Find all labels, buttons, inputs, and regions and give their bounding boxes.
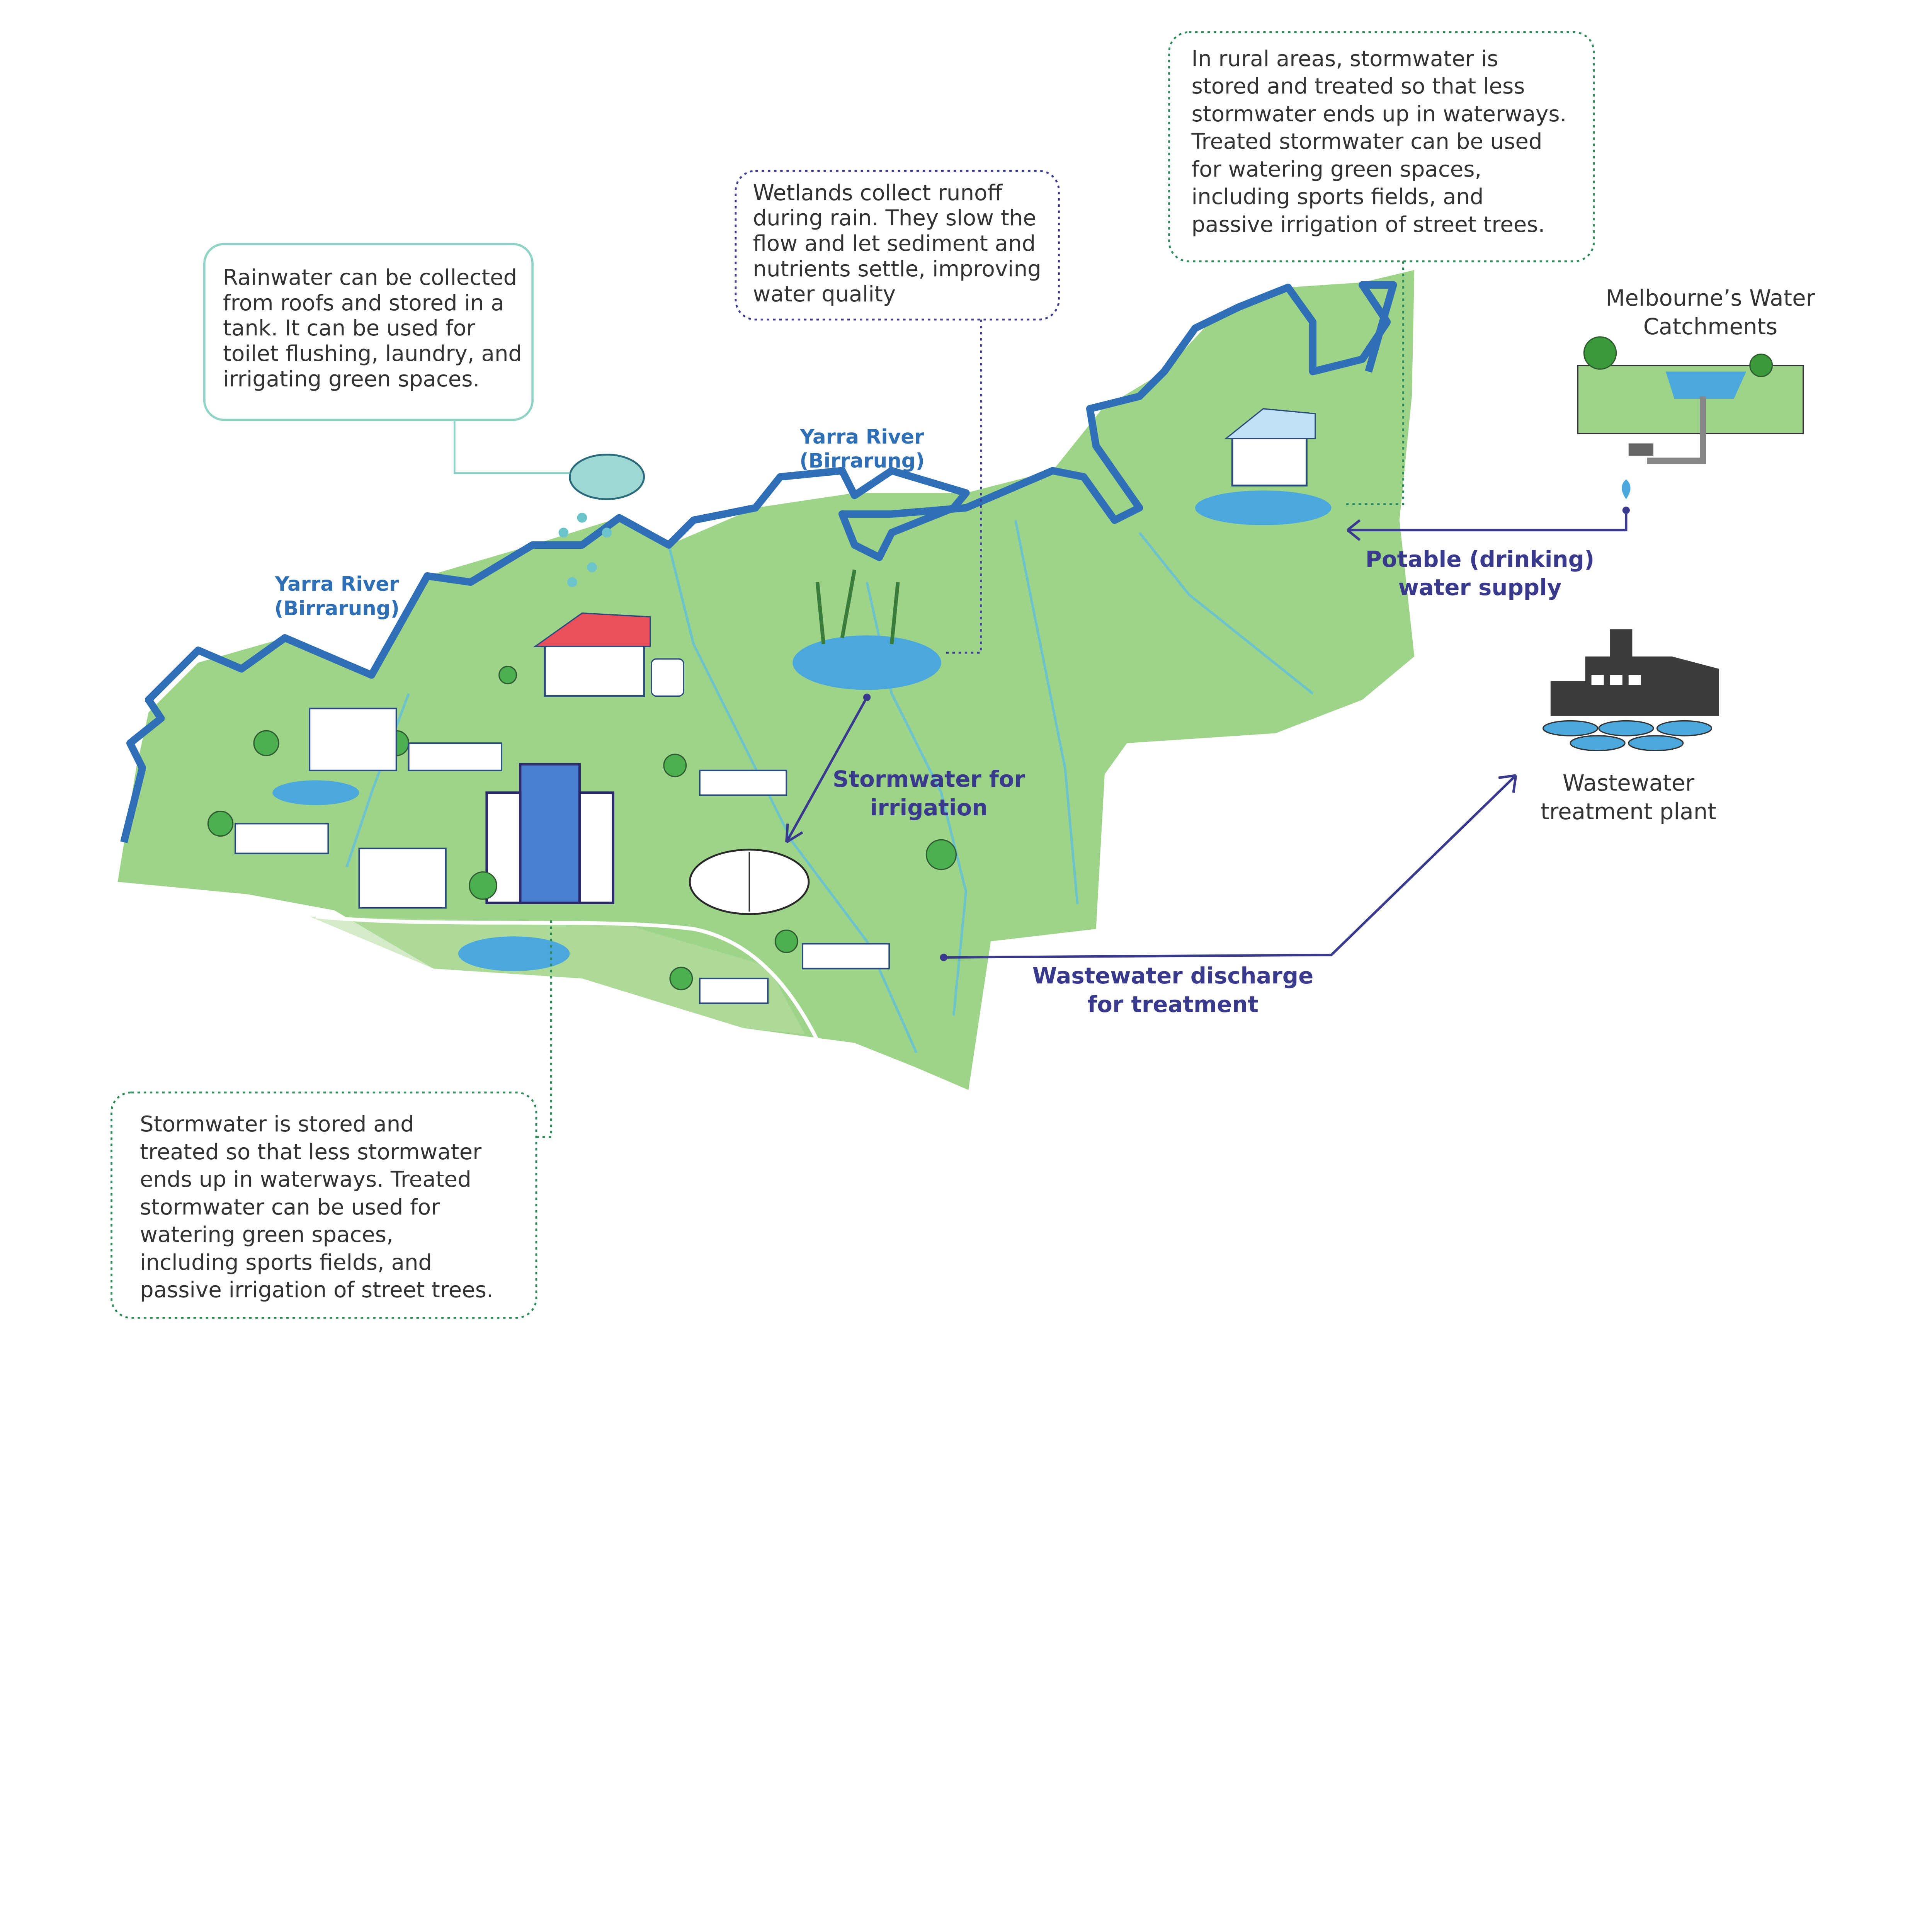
urban-pond (458, 936, 570, 971)
sports-field-illustration (689, 849, 810, 915)
callout-wetlands: Wetlands collect runoff during rain. The… (753, 180, 1041, 308)
callout-line: Treated stormwater can be used (1191, 129, 1543, 155)
label-line: Melbourne’s Water (1605, 285, 1815, 311)
callout-line: tank. It can be used for (223, 316, 475, 341)
treatment-plant-label: Wastewater treatment plant (1435, 769, 1822, 826)
callout-line: nutrients settle, improving (753, 256, 1041, 282)
callout-line: Rainwater can be collected (223, 265, 517, 290)
callout-line: including sports fields, and (140, 1250, 432, 1275)
label-line: water supply (1398, 574, 1562, 601)
flow-arrows (785, 510, 1628, 959)
potable-water-supply-label: Potable (drinking) water supply (1287, 545, 1673, 602)
callout-line: including sports fields, and (1191, 184, 1484, 210)
stormwater-diagram: Rainwater can be collected from roofs an… (111, 31, 1904, 1319)
yarra-river-label-central: Yarra River (Birrarung) (669, 425, 1055, 473)
callout-line: watering green spaces, (140, 1222, 393, 1248)
west-pond (272, 780, 359, 805)
diagram-graphics (111, 31, 1804, 1319)
callout-line: during rain. They slow the (753, 206, 1036, 231)
callout-line: In rural areas, stormwater is (1191, 46, 1498, 71)
label-line: (Birrarung) (799, 449, 925, 473)
arrow-stormwater-irrigation (785, 697, 868, 844)
callout-line: Stormwater is stored and (140, 1112, 414, 1137)
rural-house-illustration (1195, 408, 1332, 526)
label-line: Potable (drinking) (1365, 546, 1595, 572)
rainwater-connector (453, 421, 570, 474)
callout-line: toilet flushing, laundry, and (223, 341, 522, 366)
label-line: for treatment (1087, 991, 1259, 1017)
callout-wetlands-box (735, 170, 1060, 321)
tap-icon (1622, 443, 1653, 499)
yarra-river-label-west: Yarra River (Birrarung) (144, 572, 530, 621)
callout-rural: In rural areas, stormwater is stored and… (1192, 45, 1567, 239)
rain-cloud-icon (558, 453, 645, 587)
callout-line: stored and treated so that less (1191, 74, 1525, 99)
label-line: Stormwater for (833, 765, 1025, 792)
callout-line: treated so that less stormwater (140, 1139, 482, 1165)
road (315, 915, 819, 1041)
water-catchments-illustration (1577, 336, 1804, 464)
water-catchments-label: Melbourne’s Water Catchments (1517, 284, 1904, 341)
label-line: Yarra River (800, 425, 924, 449)
callout-rainwater-box (203, 243, 534, 421)
yarra-river (120, 281, 1397, 843)
callout-line: passive irrigation of street trees. (1191, 212, 1545, 237)
callout-line: Wetlands collect runoff (753, 180, 1003, 206)
arrow-potable-supply (1347, 510, 1628, 541)
callout-line: stormwater ends up in waterways. (1191, 101, 1567, 127)
callout-line: ends up in waterways. Treated (140, 1167, 471, 1192)
map-light-region (310, 916, 805, 1034)
callout-line: for watering green spaces, (1191, 156, 1482, 182)
callout-rural-box (1168, 31, 1595, 262)
callout-line: water quality (753, 282, 896, 307)
callout-rainwater: Rainwater can be collected from roofs an… (223, 265, 522, 392)
wastewater-treatment-plant-icon (1542, 629, 1719, 752)
label-line: Wastewater discharge (1032, 962, 1314, 989)
callout-urban: Stormwater is stored and treated so that… (140, 1111, 493, 1304)
rural-connector (1344, 261, 1404, 505)
callout-line: from roofs and stored in a (223, 290, 504, 316)
office-tower-illustration (485, 763, 614, 904)
label-line: (Birrarung) (274, 597, 400, 620)
stormwater-irrigation-label: Stormwater for irrigation (736, 765, 1122, 822)
label-line: treatment plant (1541, 798, 1716, 825)
arrow-wastewater-discharge (944, 774, 1517, 959)
callout-line: passive irrigation of street trees. (140, 1277, 493, 1303)
wastewater-discharge-label: Wastewater discharge for treatment (980, 962, 1366, 1019)
callout-urban-box (111, 1091, 537, 1319)
label-line: irrigation (870, 794, 988, 821)
houses (235, 708, 890, 1004)
label-line: Catchments (1643, 313, 1778, 340)
wetland-illustration (793, 569, 941, 690)
callout-line: flow and let sediment and (753, 231, 1036, 257)
label-line: Wastewater (1562, 770, 1695, 796)
house-rainwater-tank-illustration (533, 612, 684, 697)
callout-line: stormwater can be used for (140, 1194, 440, 1220)
label-line: Yarra River (275, 573, 399, 596)
callout-line: irrigating green spaces. (223, 366, 480, 392)
